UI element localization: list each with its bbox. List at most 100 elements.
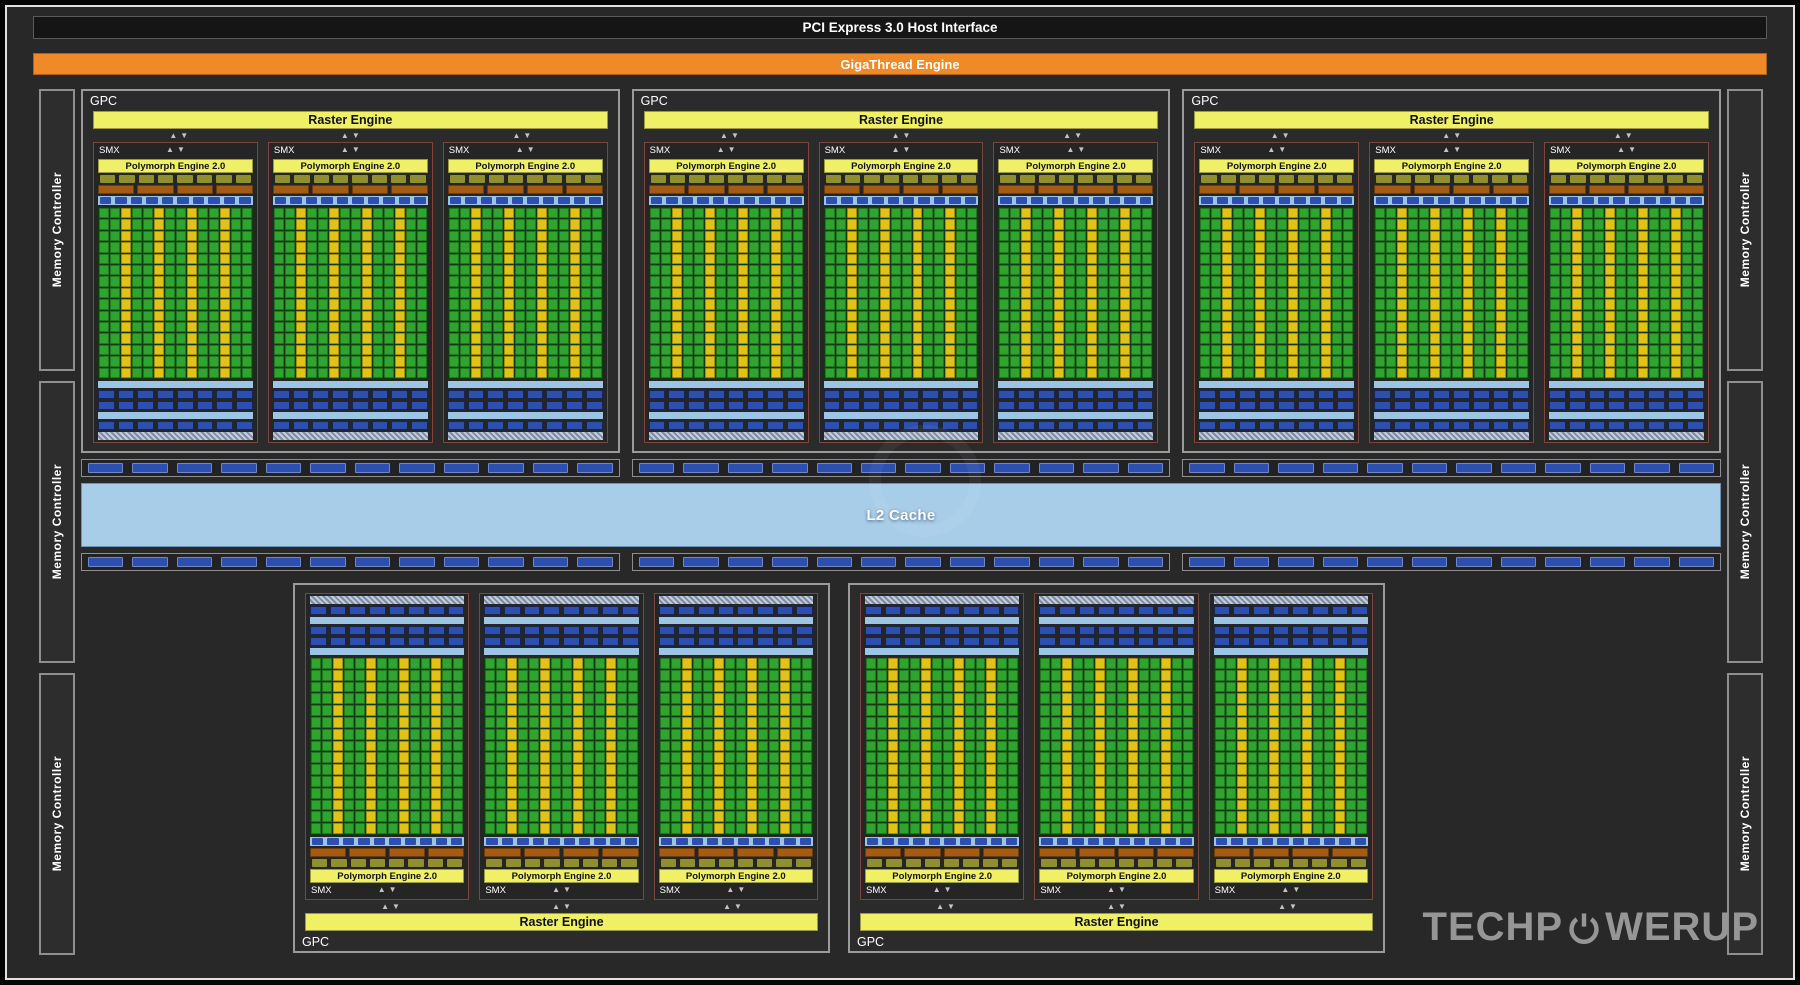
- cuda-core-cell: [650, 322, 660, 332]
- load-store-strip-cell: [1157, 637, 1174, 646]
- smx-label: SMX: [999, 145, 1020, 156]
- sfu-core-cell: [507, 823, 517, 834]
- sfu-core-cell: [1054, 322, 1064, 332]
- cuda-core-cell: [1693, 276, 1703, 286]
- sfu-core-cell: [1572, 356, 1582, 366]
- polymorph-engine-label: Polymorph Engine 2.0: [686, 871, 786, 882]
- instruction-cache-strip-cell: [826, 175, 841, 183]
- cuda-core-cell: [421, 741, 431, 752]
- down-arrow-icon: ▼: [737, 886, 745, 894]
- cuda-core-cell: [388, 741, 398, 752]
- cuda-core-cell: [671, 776, 681, 787]
- gigathread-engine-label: GigaThread Engine: [840, 57, 959, 72]
- updown-arrows-icon: ▲▼: [726, 886, 745, 894]
- texture-unit-strip-cell: [1318, 421, 1335, 430]
- sfu-core-cell: [366, 729, 376, 740]
- register-file-bar: [865, 648, 1019, 655]
- cuda-core-cell: [198, 254, 208, 264]
- dispatch-strip-cell: [826, 197, 837, 204]
- texture-unit-strip-cell: [942, 421, 959, 430]
- dispatch-strip-cell: [1216, 838, 1227, 845]
- cuda-core-cell: [1098, 208, 1108, 218]
- cuda-core-cell: [384, 299, 394, 309]
- cuda-core-cell: [866, 717, 876, 728]
- cuda-core-cell: [866, 800, 876, 811]
- sfu-core-cell: [1496, 311, 1506, 321]
- cuda-core-cell: [1172, 776, 1182, 787]
- sfu-core-cell: [1120, 265, 1130, 275]
- cuda-core-cell: [967, 322, 977, 332]
- cuda-core-cell: [406, 219, 416, 229]
- sfu-core-cell: [986, 776, 996, 787]
- cuda-core-cell: [1142, 345, 1152, 355]
- sfu-core-cell: [187, 333, 197, 343]
- cuda-core-cell: [1627, 368, 1637, 378]
- cuda-core-cell: [736, 693, 746, 704]
- cuda-core-cell: [694, 345, 704, 355]
- cuda-core-cell: [551, 776, 561, 787]
- sfu-core-cell: [1605, 322, 1615, 332]
- cuda-core-cell: [1131, 242, 1141, 252]
- updown-arrows-icon: ▲▼: [1063, 132, 1082, 140]
- cuda-core-cell: [1266, 322, 1276, 332]
- sfu-core-cell: [888, 682, 898, 693]
- sfu-core-cell: [507, 776, 517, 787]
- sfu-core-cell: [888, 717, 898, 728]
- sfu-core-cell: [945, 311, 955, 321]
- cuda-core-cell: [460, 208, 470, 218]
- cuda-core-cell: [943, 776, 953, 787]
- up-arrow-icon: ▲: [1442, 132, 1450, 140]
- cuda-core-cell: [683, 242, 693, 252]
- cuda-core-cell: [1142, 288, 1152, 298]
- cuda-core-cell: [562, 823, 572, 834]
- load-store-strip-cell: [310, 626, 327, 635]
- up-arrow-icon: ▲: [723, 903, 731, 911]
- cuda-core-cell: [1172, 670, 1182, 681]
- sfu-core-cell: [705, 242, 715, 252]
- cuda-core-cell: [1660, 242, 1670, 252]
- cuda-core-cell: [1040, 682, 1050, 693]
- load-store-strip-cell: [883, 401, 900, 410]
- cuda-core-cell: [592, 333, 602, 343]
- cuda-core-cell: [318, 219, 328, 229]
- load-store-strip-cell: [369, 637, 386, 646]
- cuda-core-cell: [661, 231, 671, 241]
- warp-scheduler-strip-cell: [1493, 185, 1529, 194]
- sfu-core-cell: [606, 741, 616, 752]
- sfu-core-cell: [573, 776, 583, 787]
- cuda-core-cell: [825, 322, 835, 332]
- sfu-core-cell: [395, 345, 405, 355]
- cuda-core-cell: [694, 368, 704, 378]
- cuda-core-cell: [923, 265, 933, 275]
- cuda-core-cell: [340, 299, 350, 309]
- cuda-core-cell: [1452, 254, 1462, 264]
- cuda-core-cell: [311, 776, 321, 787]
- cuda-core-cell: [355, 776, 365, 787]
- sfu-core-cell: [1572, 219, 1582, 229]
- sfu-core-cell: [1302, 823, 1312, 834]
- cuda-core-cell: [1419, 276, 1429, 286]
- cuda-core-cell: [548, 288, 558, 298]
- cuda-core-cell: [1357, 705, 1367, 716]
- sfu-core-cell: [220, 311, 230, 321]
- cuda-core-cell: [1248, 729, 1258, 740]
- cuda-core-cell: [1583, 276, 1593, 286]
- cuda-core-cell: [1233, 288, 1243, 298]
- polymorph-engine-bar: Polymorph Engine 2.0: [1374, 159, 1529, 173]
- load-store-strip-cell: [1077, 401, 1094, 410]
- sfu-core-cell: [471, 368, 481, 378]
- cuda-core-cell: [769, 764, 779, 775]
- cuda-core-cell: [1313, 670, 1323, 681]
- smx-row: SMX▲▼Polymorph Engine 2.0SMX▲▼Polymorph …: [93, 142, 608, 443]
- cuda-core-cell: [529, 670, 539, 681]
- sfu-core-cell: [1397, 311, 1407, 321]
- cuda-core-cell: [1357, 670, 1367, 681]
- memory-controller-label: Memory Controller: [50, 756, 64, 871]
- cuda-core-cell: [1076, 322, 1086, 332]
- cuda-core-cell: [1172, 741, 1182, 752]
- cuda-core-cell: [1211, 345, 1221, 355]
- cuda-core-cell: [559, 254, 569, 264]
- cuda-core-cell: [858, 322, 868, 332]
- cuda-core-cell: [1343, 345, 1353, 355]
- sfu-core-cell: [1572, 311, 1582, 321]
